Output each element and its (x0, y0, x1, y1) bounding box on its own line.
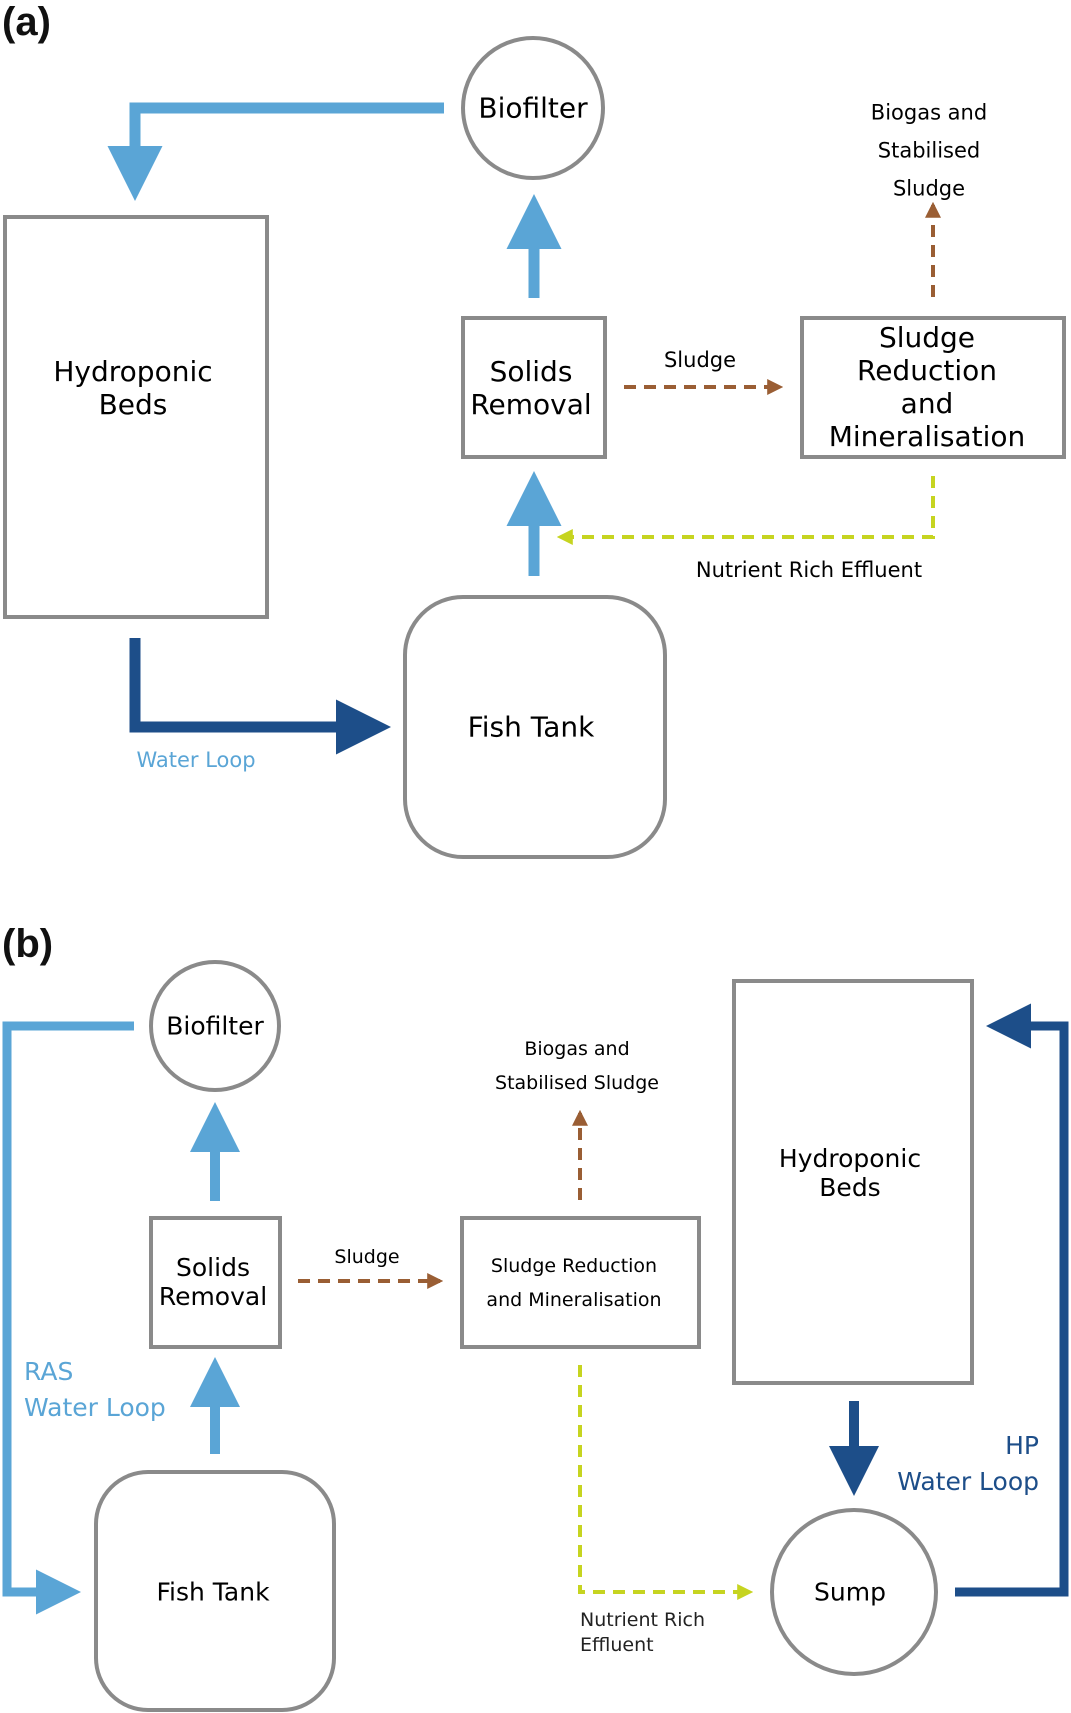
a-biofilter-label: Biofilter (478, 91, 588, 125)
b-solids-removal-label: Solids Removal (158, 1253, 268, 1311)
panel-a-shapes (3, 36, 1066, 859)
a-biogas-label: Biogas and Stabilised Sludge (870, 100, 988, 200)
b-fish-tank-label: Fish Tank (156, 1577, 270, 1607)
b-flow-hp-loop (955, 1003, 1069, 1597)
b-ras-loop-label: RAS Water Loop (24, 1357, 166, 1423)
a-hydroponic-beds-label: Hydroponic Beds (53, 355, 213, 421)
a-sludge-flow-label: Sludge (663, 348, 737, 372)
a-fish-tank-label: Fish Tank (467, 710, 595, 744)
b-biofilter-node (149, 960, 281, 1092)
b-hp-loop-label: HP Water Loop (897, 1431, 1039, 1497)
b-sludge-flow-label: Sludge (334, 1246, 400, 1268)
a-flow-effluent (556, 476, 935, 545)
a-flow-beds-to-tank (129, 638, 391, 755)
a-hydroponic-beds-node (3, 215, 269, 619)
b-biofilter-label: Biofilter (166, 1011, 264, 1041)
a-sludge-reduction-node (800, 316, 1066, 459)
panel-b-tag: (b) (2, 922, 54, 966)
panel-b-flows (2, 1003, 1069, 1615)
a-fish-tank-node (403, 595, 667, 859)
a-flow-biofilter-to-beds (107, 102, 444, 201)
b-flow-ras-loop (2, 1021, 134, 1615)
a-solids-removal-label: Solids Removal (470, 355, 592, 421)
b-fish-tank-node (94, 1470, 336, 1712)
panel-a-flows (107, 102, 941, 755)
a-effluent-label: Nutrient Rich Effluent (695, 558, 923, 582)
a-sludge-reduction-label: Sludge Reduction and Mineralisation (828, 321, 1026, 453)
b-sump-node (770, 1508, 938, 1676)
b-biogas-label: Biogas and Stabilised Sludge (495, 1037, 659, 1094)
b-effluent-label: Nutrient Rich Effluent (580, 1609, 705, 1656)
b-sludge-reduction-label: Sludge Reduction and Mineralisation (486, 1254, 662, 1311)
panel-b-shapes (94, 960, 974, 1712)
b-solids-removal-node (149, 1216, 282, 1349)
a-solids-removal-node (461, 316, 607, 459)
panel-a-tag: (a) (2, 0, 51, 44)
b-hydroponic-beds-node (732, 979, 974, 1385)
b-hydroponic-beds-label: Hydroponic Beds (778, 1144, 922, 1202)
a-biofilter-node (461, 36, 605, 180)
b-flow-effluent (578, 1365, 754, 1600)
b-sump-label: Sump (814, 1577, 886, 1607)
b-sludge-reduction-node (460, 1216, 701, 1349)
a-water-loop-label: Water Loop (136, 748, 256, 772)
